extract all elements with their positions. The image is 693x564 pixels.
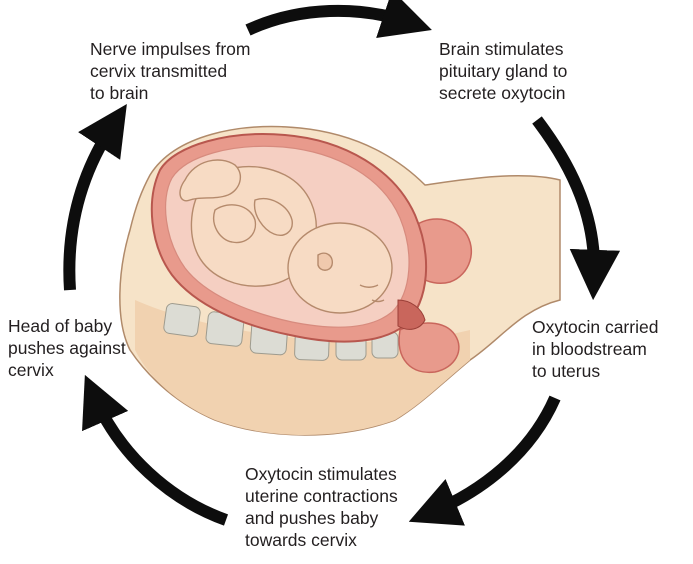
step-contractions-label: Oxytocin stimulates uterine contractions… xyxy=(245,463,398,551)
label-line: Oxytocin stimulates xyxy=(245,464,397,484)
arrow-bottom-right xyxy=(408,395,561,526)
label-line: and pushes baby xyxy=(245,508,379,528)
label-line: cervix transmitted xyxy=(90,61,228,81)
label-line: secrete oxytocin xyxy=(439,83,566,103)
pregnancy-illustration xyxy=(119,125,561,436)
cycle-arrows xyxy=(63,0,621,526)
label-line: Nerve impulses from xyxy=(90,39,251,59)
label-line: to uterus xyxy=(532,361,601,381)
label-line: to brain xyxy=(90,83,149,103)
step-nerve-impulses-label: Nerve impulses from cervix transmitted t… xyxy=(90,38,250,104)
label-line: Head of baby xyxy=(8,316,113,336)
arrow-left xyxy=(63,103,127,291)
label-line: pushes against xyxy=(8,338,126,358)
arrow-right xyxy=(532,116,621,301)
label-line: uterine contractions xyxy=(245,486,398,506)
cervix xyxy=(397,299,426,330)
step-bloodstream-label: Oxytocin carried in bloodstream to uteru… xyxy=(532,316,658,382)
label-line: cervix xyxy=(8,360,54,380)
step-head-pushes-label: Head of baby pushes against cervix xyxy=(8,315,126,381)
step-brain-stimulates-label: Brain stimulates pituitary gland to secr… xyxy=(439,38,567,104)
arrow-top xyxy=(245,0,432,38)
arrow-bottom-left xyxy=(82,374,229,526)
lower-organ xyxy=(398,322,460,374)
label-line: towards cervix xyxy=(245,530,357,550)
label-line: pituitary gland to xyxy=(439,61,568,81)
fetus xyxy=(179,159,393,314)
label-line: in bloodstream xyxy=(532,339,647,359)
label-line: Brain stimulates xyxy=(439,39,564,59)
label-line: Oxytocin carried xyxy=(532,317,659,337)
